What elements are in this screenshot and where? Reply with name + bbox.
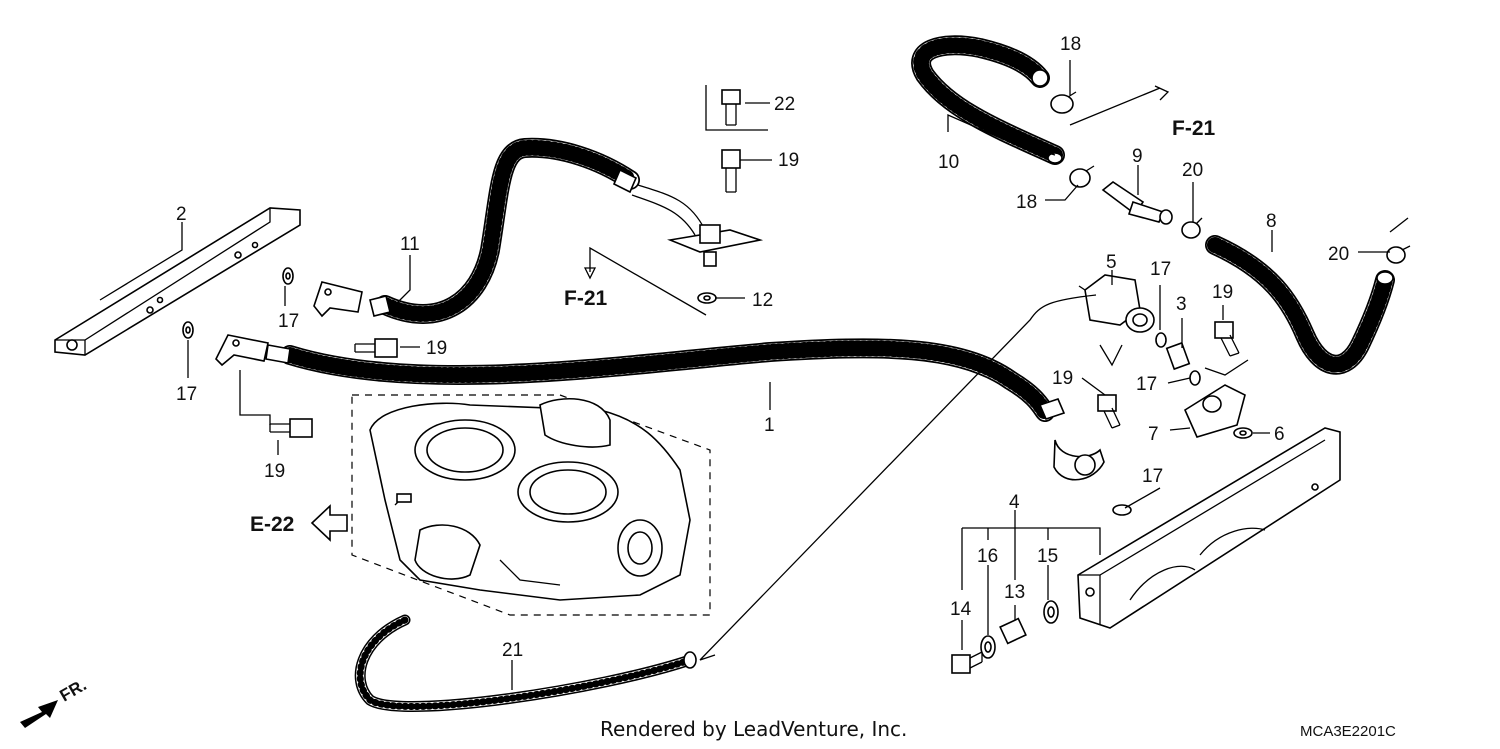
- callout-21: 21: [502, 640, 523, 661]
- bolt-22: [705, 85, 768, 131]
- joint-7: [1183, 384, 1246, 438]
- callout-5: 5: [1106, 252, 1117, 273]
- callout-19-d: 19: [1052, 368, 1073, 389]
- callout-17-e: 17: [1142, 466, 1163, 487]
- hose-1: [280, 338, 1055, 422]
- callout-1: 1: [764, 415, 775, 436]
- callout-17-b: 17: [176, 384, 197, 405]
- washers-17: [182, 267, 1201, 516]
- fuel-rail-4: [1077, 427, 1341, 629]
- callout-20-a: 20: [1182, 160, 1203, 181]
- callout-20-b: 20: [1328, 244, 1349, 265]
- clamp-18-top: [1050, 91, 1077, 114]
- reference-f-21-left: F-21: [564, 287, 608, 310]
- fuel-rail-2: [54, 207, 301, 356]
- callout-13: 13: [1004, 582, 1025, 603]
- callout-4: 4: [1009, 492, 1020, 513]
- callout-18-b: 18: [1016, 192, 1037, 213]
- callout-12: 12: [752, 290, 773, 311]
- hose-21: [354, 614, 697, 712]
- clamp-18-lower: [1069, 165, 1095, 188]
- bolt-19-left: [354, 338, 398, 358]
- bolt-19-middle: [1097, 394, 1121, 429]
- hose-11: [375, 137, 640, 324]
- bolt-14: [951, 651, 983, 674]
- connector-9: [1101, 181, 1173, 225]
- front-label: FR.: [57, 675, 90, 705]
- throttle-body: [351, 394, 711, 616]
- callout-7: 7: [1148, 424, 1159, 445]
- callout-11: 11: [400, 234, 420, 255]
- callout-9: 9: [1132, 146, 1143, 167]
- callout-10: 10: [938, 152, 959, 173]
- regulator-5: [1078, 274, 1155, 333]
- clamp-20-middle: [1181, 217, 1203, 239]
- callout-22: 22: [774, 94, 795, 115]
- fitting-3: [1165, 341, 1191, 371]
- callout-2: 2: [176, 204, 187, 225]
- callout-18-a: 18: [1060, 34, 1081, 55]
- callout-19-b: 19: [426, 338, 447, 359]
- callout-3: 3: [1176, 294, 1187, 315]
- washer-6: [1233, 427, 1253, 439]
- bolt-19-top: [721, 149, 741, 193]
- washer-15: [1043, 600, 1059, 624]
- callout-17-d: 17: [1136, 374, 1157, 395]
- leader-lines: [99, 60, 1409, 690]
- bolt-19-right: [1214, 321, 1240, 357]
- callout-15: 15: [1037, 546, 1058, 567]
- clamp-20-right: [1386, 245, 1411, 264]
- callout-14: 14: [950, 599, 972, 620]
- reference-f-21-right: F-21: [1172, 117, 1216, 140]
- hose-fittings: [215, 69, 1394, 481]
- credit-text: Rendered by LeadVenture, Inc.: [600, 717, 907, 741]
- hose-10: [911, 35, 1065, 165]
- callout-19-a: 19: [778, 150, 799, 171]
- reference-e-22: E-22: [250, 513, 294, 536]
- callout-8: 8: [1266, 211, 1277, 232]
- callout-6: 6: [1274, 424, 1285, 445]
- callout-16: 16: [977, 546, 998, 567]
- hose-8: [1205, 235, 1395, 375]
- bolt-19-lower-left: [269, 418, 313, 438]
- callout-19-c: 19: [264, 461, 285, 482]
- callout-17-a: 17: [278, 311, 299, 332]
- e-22-arrow: [310, 504, 348, 542]
- bolt-13: [999, 617, 1027, 645]
- callout-19-e: 19: [1212, 282, 1233, 303]
- washer-12: [697, 292, 717, 304]
- callout-17-c: 17: [1150, 259, 1171, 280]
- front-direction-arrow: [20, 700, 58, 728]
- washer-16: [980, 635, 996, 659]
- diagram-code: MCA3E2201C: [1300, 723, 1396, 740]
